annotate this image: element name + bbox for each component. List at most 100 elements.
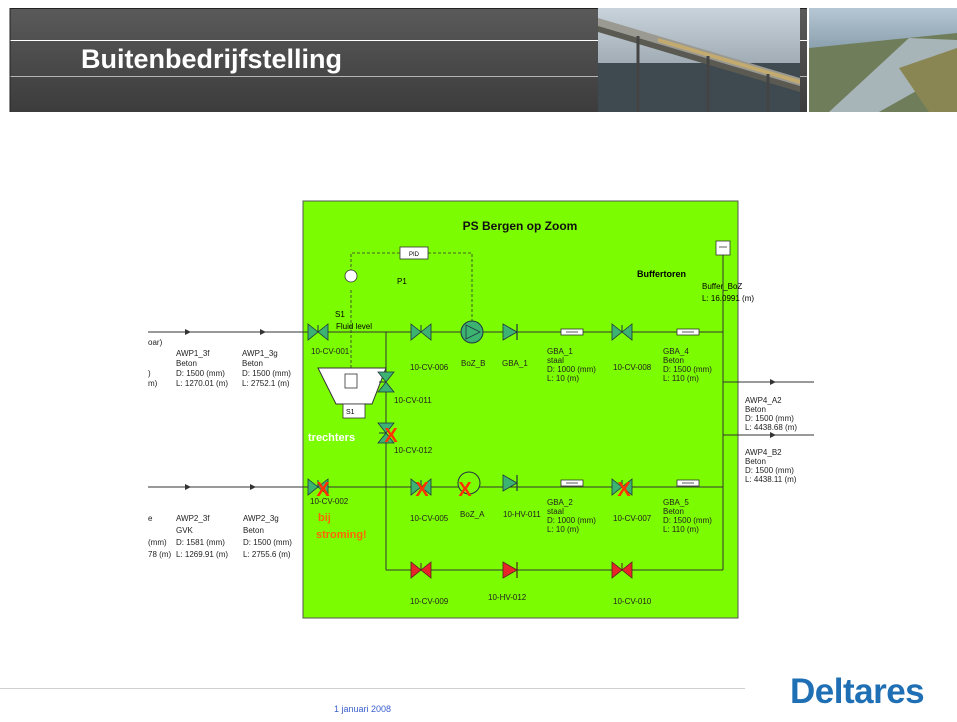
svg-text:GBA_5: GBA_5 [663, 498, 689, 507]
buffer-tower-icon [715, 240, 731, 256]
label-cv009: 10-CV-009 [410, 597, 449, 606]
pipe-awp1-3g: AWP1_3g Beton D: 1500 (mm) L: 2752.1 (m) [242, 349, 291, 388]
svg-text:GBA_2: GBA_2 [547, 498, 573, 507]
slide-title: Buitenbedrijfstelling [81, 44, 343, 74]
buffer-level: L: 16.0991 (m) [702, 294, 754, 303]
svg-text:D: 1500 (mm): D: 1500 (mm) [745, 466, 794, 475]
svg-text:Beton: Beton [243, 526, 264, 535]
svg-text:L: 2755.6 (m): L: 2755.6 (m) [243, 550, 291, 559]
svg-text:GBA_4: GBA_4 [663, 347, 689, 356]
label-cv010: 10-CV-010 [613, 597, 652, 606]
landscape-photo [809, 8, 957, 112]
svg-text:AWP2_3f: AWP2_3f [176, 514, 210, 523]
svg-text:D: 1500 (mm): D: 1500 (mm) [176, 369, 225, 378]
pipe-awp1-3f: AWP1_3f Beton D: 1500 (mm) L: 1270.01 (m… [176, 349, 228, 388]
component-labels: 10-CV-001 10-CV-006 BoZ_B GBA_1 10-CV-00… [310, 347, 652, 606]
gauge-gba5-icon [676, 479, 700, 487]
gauge-gba4-icon [676, 328, 700, 336]
svg-text:(mm): (mm) [148, 538, 167, 547]
pipe-gba1-detail: GBA_1 staal D: 1000 (mm) L: 10 (m) [547, 347, 596, 383]
label-cv007: 10-CV-007 [613, 514, 652, 523]
s1-label: S1 [335, 310, 345, 319]
buffer-name: Buffer_BoZ [702, 282, 742, 291]
pid-controller [399, 246, 429, 260]
buffertoren-label: Buffertoren [637, 269, 686, 279]
svg-text:): ) [148, 369, 151, 378]
svg-text:78 (m): 78 (m) [148, 550, 171, 559]
svg-text:L: 10 (m): L: 10 (m) [547, 525, 579, 534]
control-lines [350, 252, 473, 372]
bij-label: bij [318, 512, 331, 524]
svg-text:GVK: GVK [176, 526, 194, 535]
label-cv011: 10-CV-011 [394, 396, 432, 405]
svg-text:Beton: Beton [176, 359, 197, 368]
p1-label: P1 [397, 277, 407, 286]
svg-text:D: 1500 (mm): D: 1500 (mm) [243, 538, 292, 547]
pipe-gba2-detail: GBA_2 staal D: 1000 (mm) L: 10 (m) [547, 498, 596, 534]
svg-text:L: 2752.1 (m): L: 2752.1 (m) [242, 379, 290, 388]
svg-text:L: 4438.11 (m): L: 4438.11 (m) [745, 475, 797, 484]
svg-text:L: 4438.68 (m): L: 4438.68 (m) [745, 423, 797, 432]
x-mark-boz-a: X [458, 479, 472, 501]
label-cv012: 10-CV-012 [394, 446, 433, 455]
stroming-label: stroming! [316, 529, 367, 541]
pipe-gba4: GBA_4 Beton D: 1500 (mm) L: 110 (m) [663, 347, 712, 383]
x-mark-cv005: X [415, 479, 429, 501]
svg-text:staal: staal [547, 356, 564, 365]
trechters-label: trechters [308, 432, 355, 444]
label-cv008: 10-CV-008 [613, 363, 652, 372]
svg-text:oar): oar) [148, 338, 163, 347]
svg-text:Beton: Beton [663, 356, 684, 365]
pipe-awp2-3f: AWP2_3f GVK D: 1581 (mm) L: 1269.91 (m) [176, 514, 228, 559]
label-boz-b: BoZ_B [461, 359, 485, 368]
svg-text:m): m) [148, 379, 158, 388]
svg-text:L: 110 (m): L: 110 (m) [663, 374, 699, 383]
label-gba1: GBA_1 [502, 359, 528, 368]
x-marks: X X X X X [316, 425, 631, 501]
pipe-awp4-b2: AWP4_B2 Beton D: 1500 (mm) L: 4438.11 (m… [745, 448, 797, 484]
label-boz-a: BoZ_A [460, 510, 485, 519]
svg-text:L: 110 (m): L: 110 (m) [663, 525, 699, 534]
svg-text:AWP2_3g: AWP2_3g [243, 514, 279, 523]
svg-text:D: 1500 (mm): D: 1500 (mm) [663, 516, 712, 525]
footer-divider [0, 688, 745, 689]
svg-text:L: 1270.01 (m): L: 1270.01 (m) [176, 379, 228, 388]
slide-header: Buitenbedrijfstelling [0, 0, 957, 112]
left-cut-text: oar) ) m) e (mm) 78 (m) [148, 338, 171, 559]
svg-text:AWP1_3g: AWP1_3g [242, 349, 278, 358]
svg-text:Beton: Beton [663, 507, 684, 516]
svg-text:D: 1500 (mm): D: 1500 (mm) [663, 365, 712, 374]
svg-text:AWP1_3f: AWP1_3f [176, 349, 210, 358]
svg-text:AWP4_B2: AWP4_B2 [745, 448, 782, 457]
svg-text:D: 1000 (mm): D: 1000 (mm) [547, 365, 596, 374]
svg-text:Beton: Beton [242, 359, 263, 368]
label-hv011: 10-HV-011 [503, 510, 541, 519]
pid-label: PID [409, 252, 420, 258]
svg-text:Beton: Beton [745, 405, 766, 414]
svg-text:GBA_1: GBA_1 [547, 347, 573, 356]
label-cv006: 10-CV-006 [410, 363, 449, 372]
gauge-gba2-icon [560, 479, 584, 487]
funnel-tank-icon [342, 403, 366, 419]
fluid-level-label: Fluid level [336, 322, 372, 331]
svg-text:D: 1500 (mm): D: 1500 (mm) [745, 414, 794, 423]
gauge-gba1-icon [560, 328, 584, 336]
s1-tank-label: S1 [346, 409, 355, 416]
x-mark-cv007: X [617, 479, 631, 501]
x-mark-cv002: X [316, 479, 330, 501]
pump-boz-a-icon [457, 471, 481, 495]
svg-text:L: 1269.91 (m): L: 1269.91 (m) [176, 550, 228, 559]
svg-text:staal: staal [547, 507, 564, 516]
station-title: PS Bergen op Zoom [463, 219, 578, 233]
pipe-awp2-3g: AWP2_3g Beton D: 1500 (mm) L: 2755.6 (m) [243, 514, 292, 559]
pipe-gba5: GBA_5 Beton D: 1500 (mm) L: 110 (m) [663, 498, 712, 534]
pipe-info: AWP1_3f Beton D: 1500 (mm) L: 1270.01 (m… [148, 338, 797, 559]
flow-arrows [175, 329, 776, 490]
station-box [302, 200, 739, 619]
svg-text:e: e [148, 514, 153, 523]
svg-text:D: 1581 (mm): D: 1581 (mm) [176, 538, 225, 547]
svg-text:Beton: Beton [745, 457, 766, 466]
bridge-photo [598, 8, 800, 112]
slide-date: 1 januari 2008 [334, 704, 392, 714]
